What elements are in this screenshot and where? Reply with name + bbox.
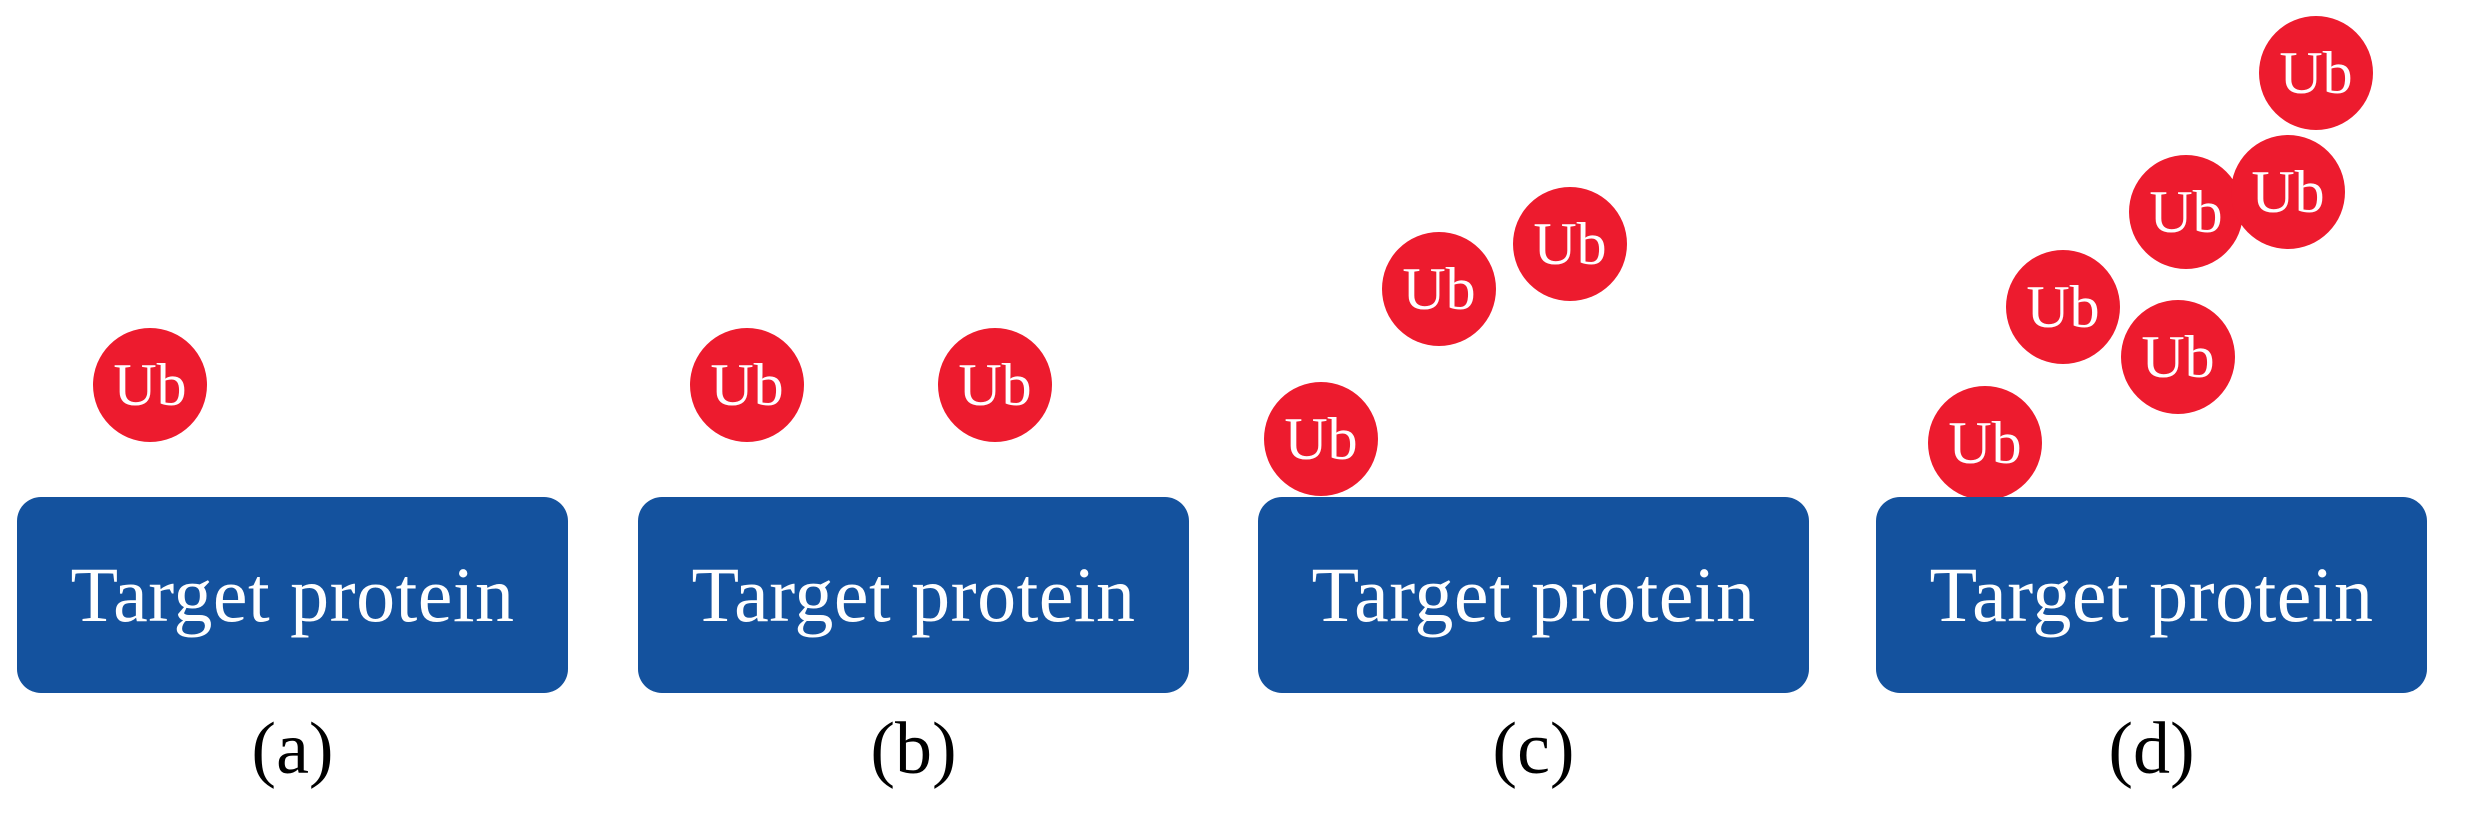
ubiquitin-label: Ub: [2251, 159, 2325, 225]
ubiquitin-circle: Ub: [2121, 300, 2235, 414]
ubiquitin-circle: Ub: [1928, 386, 2042, 500]
target-protein-box: Target protein: [638, 497, 1189, 693]
ubiquitin-label: Ub: [2149, 179, 2223, 245]
target-protein-box: Target protein: [17, 497, 568, 693]
panel-caption-a: (a): [251, 708, 334, 790]
ubiquitin-circle: Ub: [1264, 382, 1378, 496]
ubiquitin-label: Ub: [2141, 324, 2215, 390]
target-protein-box: Target protein: [1876, 497, 2427, 693]
ubiquitin-circle: Ub: [2231, 135, 2345, 249]
ubiquitin-circle: Ub: [2259, 16, 2373, 130]
ubiquitin-label: Ub: [1948, 410, 2022, 476]
ubiquitin-label: Ub: [113, 352, 187, 418]
panel-caption-d: (d): [2108, 708, 2195, 790]
target-protein-label: Target protein: [691, 551, 1136, 638]
ubiquitin-circle: Ub: [1382, 232, 1496, 346]
ubiquitin-label: Ub: [2279, 40, 2353, 106]
target-protein-label: Target protein: [1929, 551, 2374, 638]
ubiquitin-label: Ub: [958, 352, 1032, 418]
ubiquitin-circle: Ub: [938, 328, 1052, 442]
panel-caption-b: (b): [870, 708, 957, 790]
ubiquitin-circle: Ub: [93, 328, 207, 442]
target-protein-box: Target protein: [1258, 497, 1809, 693]
ubiquitin-label: Ub: [1533, 211, 1607, 277]
ubiquitin-label: Ub: [710, 352, 784, 418]
panel-caption-c: (c): [1492, 708, 1575, 790]
target-protein-label: Target protein: [70, 551, 515, 638]
ubiquitin-circle: Ub: [2006, 250, 2120, 364]
ubiquitin-circle: Ub: [2129, 155, 2243, 269]
ubiquitin-label: Ub: [2026, 274, 2100, 340]
target-protein-label: Target protein: [1311, 551, 1756, 638]
ubiquitin-label: Ub: [1284, 406, 1358, 472]
ubiquitin-label: Ub: [1402, 256, 1476, 322]
ubiquitin-circle: Ub: [690, 328, 804, 442]
ubiquitin-circle: Ub: [1513, 187, 1627, 301]
